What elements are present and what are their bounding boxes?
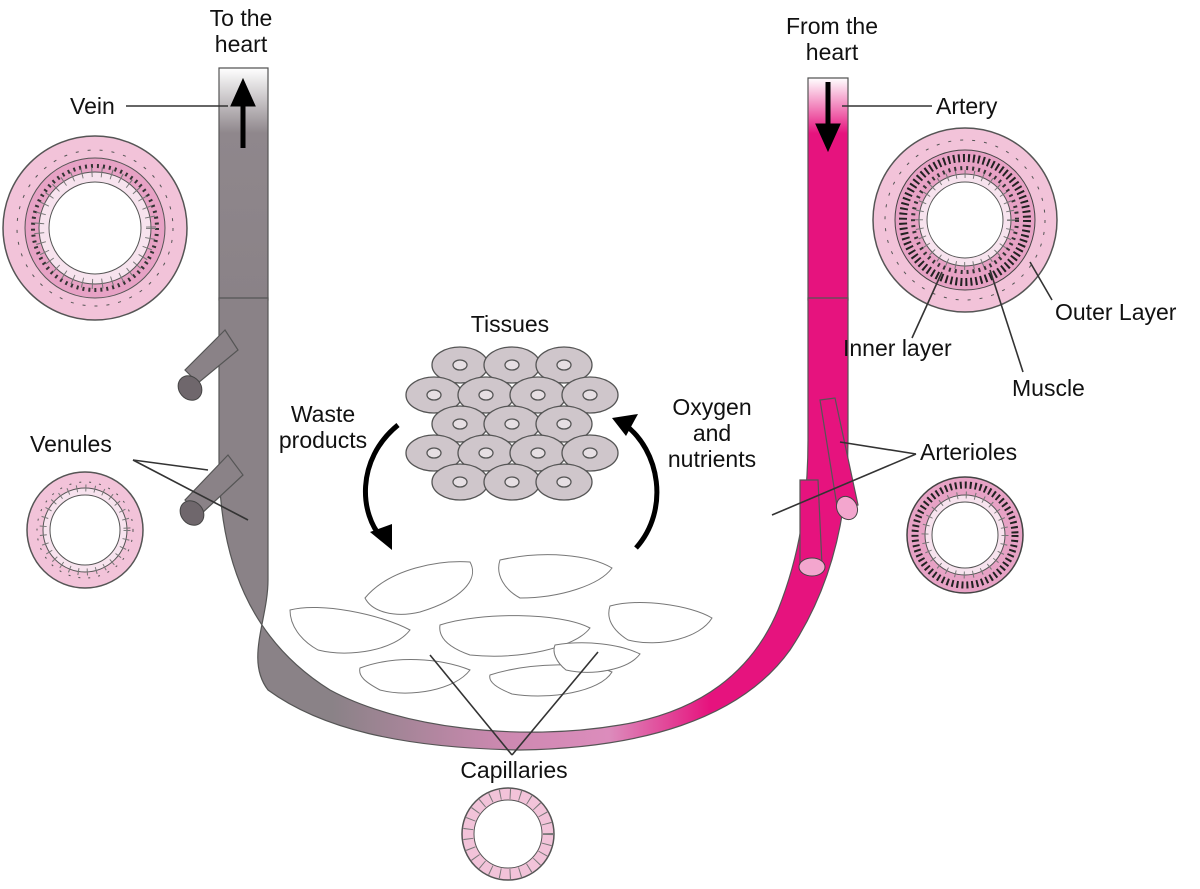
tissue-cell (535, 463, 593, 501)
arteriole-branches (798, 397, 859, 577)
oxygen-label-line2: and (693, 420, 731, 446)
u-vessel (218, 297, 849, 751)
inner-layer-label: Inner layer (843, 335, 952, 361)
capillaries-label: Capillaries (460, 757, 567, 783)
to-heart-label-line1: To the (210, 5, 273, 31)
waste-label-line2: products (279, 427, 367, 453)
tissue-cell (535, 346, 593, 384)
oxygen-label-line3: nutrients (668, 446, 756, 472)
vessel-system (177, 67, 859, 751)
tissue-cell (457, 434, 515, 472)
artery-cross-section (872, 127, 1058, 313)
labels: To the heart From the heart Vein Artery … (30, 5, 1177, 783)
from-heart-label-line1: From the (786, 13, 878, 39)
arteriole-cross-section (906, 476, 1024, 594)
tissue-cell (431, 463, 489, 501)
waste-arrow (363, 423, 400, 540)
arterioles-label: Arterioles (920, 439, 1017, 465)
to-heart-label-line2: heart (215, 31, 268, 57)
oxygen-label-line1: Oxygen (672, 394, 751, 420)
from-heart-label-line2: heart (806, 39, 859, 65)
capillary-cross-section (461, 787, 555, 881)
tissue-cell (405, 376, 463, 414)
exchange-arrows (363, 414, 660, 550)
vein-label: Vein (70, 93, 115, 119)
tissue-cell (483, 463, 541, 501)
tissue-cell (509, 434, 567, 472)
waste-label-line1: Waste (291, 401, 355, 427)
tissues-label: Tissues (471, 311, 549, 337)
artery-label: Artery (936, 93, 998, 119)
tissue-cell (509, 376, 567, 414)
muscle-label: Muscle (1012, 375, 1085, 401)
outer-layer-label: Outer Layer (1055, 299, 1177, 325)
leader-lines (126, 105, 1053, 756)
flow-arrows (230, 77, 841, 153)
tissue-cell (483, 346, 541, 384)
tissue-cell (431, 346, 489, 384)
tissue-cell (561, 434, 619, 472)
venule-cross-section (26, 471, 144, 589)
oxygen-arrow (622, 421, 660, 550)
tissue-cell (561, 376, 619, 414)
vein-cross-section (2, 135, 188, 321)
tissue-cell (535, 405, 593, 443)
venules-label: Venules (30, 431, 112, 457)
tissue-cell (431, 405, 489, 443)
tissue-cell (457, 376, 515, 414)
capillary-network (289, 554, 713, 697)
venule-branches (177, 329, 244, 526)
tissue-cell (483, 405, 541, 443)
tissue-cluster (405, 346, 619, 501)
